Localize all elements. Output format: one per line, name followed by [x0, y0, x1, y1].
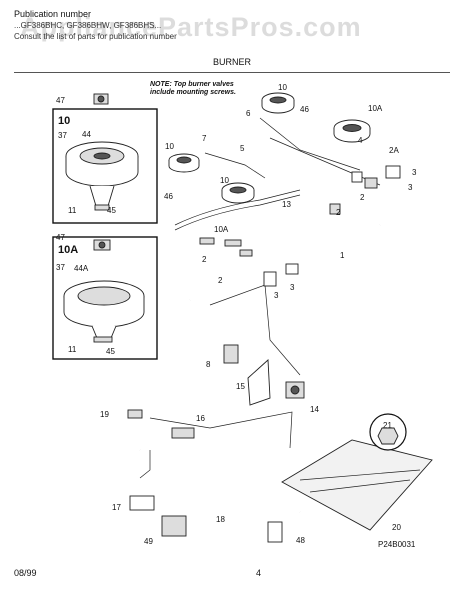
part-47-cap-top — [93, 93, 109, 105]
callout-18: 18 — [216, 515, 225, 524]
callout-3-mid2: 3 — [290, 283, 295, 292]
part-49-switch — [161, 515, 187, 537]
igniter-harness — [127, 409, 293, 449]
burner-10-center — [221, 182, 255, 204]
burner-10-assembly — [65, 141, 139, 211]
callout-11-lower: 11 — [68, 345, 77, 354]
part-20-shield — [281, 439, 433, 531]
callout-3-right: 3 — [412, 168, 417, 177]
burner-10-top-right — [261, 92, 295, 114]
header-rule — [14, 72, 450, 73]
callout-45: 45 — [107, 206, 116, 215]
part-48-elbow — [267, 521, 283, 543]
callout-13: 13 — [282, 200, 291, 209]
callout-10: 10 — [278, 83, 287, 92]
callout-labels: 47 10 37 44 11 45 10 7 5 46 13 47 10A 37… — [56, 83, 417, 546]
part-21-nut — [369, 413, 407, 451]
valves-note-line1: NOTE: Top burner valves — [150, 81, 234, 88]
footer-date: 08/99 — [14, 568, 37, 578]
burner-tube-18 — [138, 446, 302, 516]
callout-11: 11 — [68, 206, 77, 215]
diagram-code: P24B0031 — [378, 540, 416, 549]
brackets-3 — [263, 165, 401, 287]
callout-21: 21 — [383, 421, 392, 430]
valves — [199, 177, 378, 257]
callout-3-right2: 3 — [408, 183, 413, 192]
callout-14: 14 — [310, 405, 319, 414]
manifold-pipe-1 — [188, 222, 382, 376]
burner-10-left — [168, 153, 200, 173]
part-14-regulator — [285, 381, 305, 399]
part-17-orifice — [129, 495, 155, 511]
callout-6: 6 — [246, 109, 251, 118]
watermark: AppliancePartsPros.com — [20, 12, 362, 42]
callout-1: 1 — [340, 251, 345, 260]
part-47-cap-10a — [93, 239, 111, 251]
callout-47: 47 — [56, 96, 65, 105]
callout-46-right: 46 — [300, 105, 309, 114]
valves-note-line2: include mounting screws. — [150, 89, 236, 96]
callout-45-lower: 45 — [106, 347, 115, 356]
callout-37: 37 — [58, 131, 67, 140]
callout-3-mid: 3 — [274, 291, 279, 300]
model-numbers-line: ...GF386BHC, GF386BHW, GF386BHS... — [14, 21, 162, 30]
callout-48: 48 — [296, 536, 305, 545]
callout-47-lower: 47 — [56, 233, 65, 242]
callout-4: 4 — [358, 136, 363, 145]
callout-2-right: 2 — [336, 208, 341, 217]
callout-19: 19 — [100, 410, 109, 419]
callout-7: 7 — [202, 134, 207, 143]
callout-44: 44 — [82, 130, 91, 139]
valves-note: NOTE: Top burner valves include mounting… — [150, 81, 236, 97]
inset-label-10: 10 — [58, 115, 70, 127]
callout-10-center: 10 — [220, 176, 229, 185]
callout-5: 5 — [240, 144, 245, 153]
inset-label-10a: 10A — [58, 244, 78, 256]
callout-49: 49 — [144, 537, 153, 546]
callout-17: 17 — [112, 503, 121, 512]
callout-16: 16 — [196, 414, 205, 423]
callout-10a-right: 10A — [368, 104, 383, 113]
callout-2-right2: 2 — [360, 193, 365, 202]
callout-10a-mid: 10A — [214, 225, 229, 234]
callout-15: 15 — [236, 382, 245, 391]
publication-number-label: Publication number — [14, 9, 92, 19]
callout-37-lower: 37 — [56, 263, 65, 272]
callout-44a: 44A — [74, 264, 89, 273]
part-8-switch — [223, 344, 239, 364]
callout-2a: 2A — [389, 146, 399, 155]
callout-46-left: 46 — [164, 192, 173, 201]
part-15-bracket — [247, 359, 271, 406]
callout-20: 20 — [392, 523, 401, 532]
callout-2-left2: 2 — [218, 276, 223, 285]
callout-10-left: 10 — [165, 142, 174, 151]
burner-10a-right — [333, 119, 371, 143]
callout-2-left: 2 — [202, 255, 207, 264]
publication-note-line: Consult the list of parts for publicatio… — [14, 32, 177, 41]
section-title: BURNER — [212, 57, 251, 67]
callout-8: 8 — [206, 360, 211, 369]
footer-page-number: 4 — [256, 568, 262, 578]
burner-10a-assembly — [63, 280, 145, 343]
